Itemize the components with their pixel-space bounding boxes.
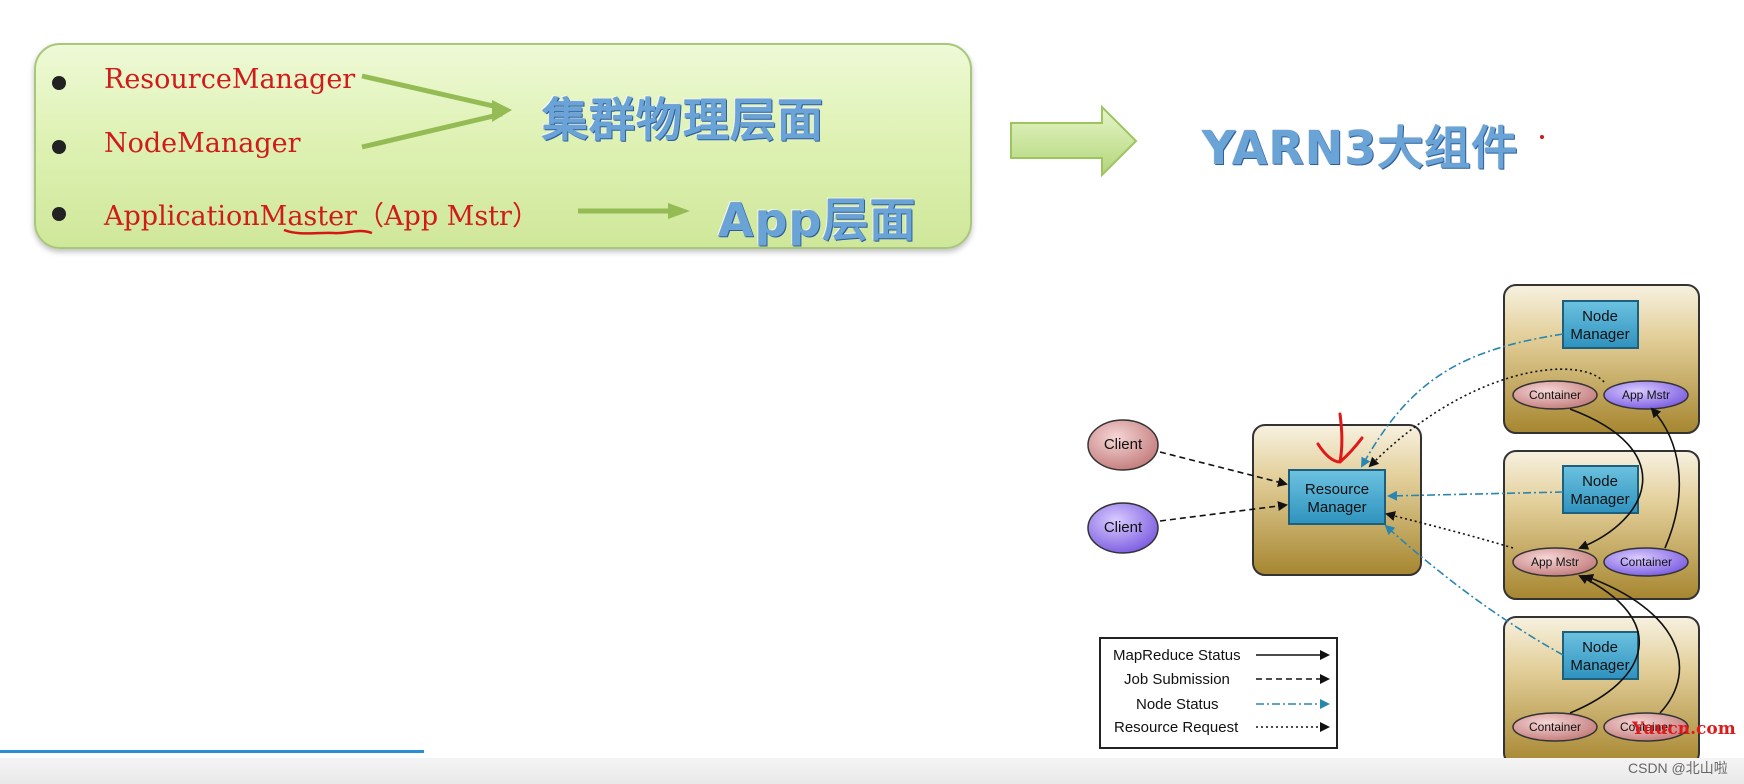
component-applicationmaster-name: ApplicationMaster <box>104 201 358 232</box>
credit: CSDN @北山啦 <box>1628 760 1728 776</box>
job-submission-arrows <box>1159 451 1288 522</box>
node-manager-middle: Node Manager App Mstr Container <box>1503 450 1700 600</box>
watermark: Yuucn.com <box>1632 719 1736 739</box>
client-label: Client <box>1104 436 1143 453</box>
node-manager-label-2: Manager <box>1570 491 1629 508</box>
client-label: Client <box>1104 519 1143 536</box>
component-applicationmaster: ApplicationMaster（App Mstr） <box>104 194 539 233</box>
node-manager-label-1: Node <box>1582 639 1618 656</box>
red-underline-mark <box>283 228 373 235</box>
yarn-summary-label: YARN3大组件 <box>1202 121 1519 175</box>
app-layer-label: App层面 <box>718 193 917 247</box>
legend-label-job: Job Submission <box>1124 671 1230 688</box>
cluster-layer-label: 集群物理层面 <box>542 93 824 147</box>
component-nodemanager: NodeManager <box>104 128 301 159</box>
node-manager-label-1: Node <box>1582 308 1618 325</box>
container-label: Container <box>1529 720 1581 734</box>
resource-manager-node: Resource Manager <box>1252 424 1422 576</box>
resource-manager-label-2: Manager <box>1307 499 1366 516</box>
node-manager-top: Node Manager Container App Mstr <box>1503 284 1700 434</box>
node-manager-label-2: Manager <box>1570 657 1629 674</box>
mapreduce-status-arrows <box>1569 407 1681 714</box>
app-master-label: App Mstr <box>1531 555 1579 569</box>
component-applicationmaster-suffix: （App Mstr） <box>357 201 539 232</box>
client-1: Client <box>1087 419 1159 471</box>
legend: MapReduce Status Job Submission Node Sta… <box>1099 637 1338 749</box>
node-status-arrows <box>1361 333 1564 656</box>
component-resourcemanager: ResourceManager <box>104 64 356 95</box>
legend-label-mapreduce: MapReduce Status <box>1113 647 1241 664</box>
legend-label-node-status: Node Status <box>1136 696 1219 713</box>
node-manager-label-1: Node <box>1582 473 1618 490</box>
node-manager-label-2: Manager <box>1570 326 1629 343</box>
resource-request-arrows <box>1368 368 1605 549</box>
bullet-2 <box>52 140 66 154</box>
bottom-strip <box>0 758 1744 784</box>
red-dot-mark <box>1540 135 1544 139</box>
container-label: Container <box>1529 388 1581 402</box>
progress-line <box>0 750 424 753</box>
app-layer-arrow <box>578 203 690 219</box>
resource-manager-label-1: Resource <box>1305 481 1369 498</box>
app-master-label: App Mstr <box>1622 388 1670 402</box>
components-panel <box>34 43 972 249</box>
legend-label-resource-request: Resource Request <box>1114 719 1239 736</box>
bullet-1 <box>52 76 66 90</box>
container-label: Container <box>1620 720 1672 734</box>
summary-block-arrow <box>1010 104 1138 178</box>
client-2: Client <box>1087 502 1159 554</box>
cluster-layer-arrows <box>361 73 512 150</box>
node-manager-bottom: Node Manager Container Container <box>1503 616 1700 766</box>
container-label: Container <box>1620 555 1672 569</box>
bullet-3 <box>52 207 66 221</box>
red-highlight-arrow <box>1316 412 1364 464</box>
